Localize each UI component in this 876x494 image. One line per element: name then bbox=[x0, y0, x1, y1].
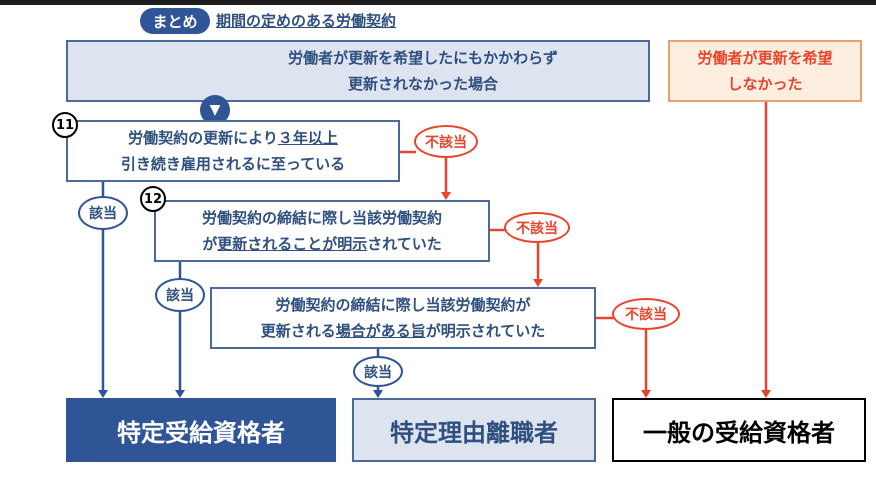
q12-text-c: されていた bbox=[367, 235, 442, 253]
q12-text-b: 更新されることが明示 bbox=[217, 235, 368, 253]
q12-line1: 労働契約の締結に際し当該労働契約 bbox=[201, 209, 442, 227]
page-title: 期間の定めのある労働契約 bbox=[216, 12, 397, 30]
condition-13-box: 労働契約の締結に際し当該労働契約が 更新される場合がある旨が明示されていた bbox=[210, 287, 596, 349]
applicable-label: 該当 bbox=[78, 196, 128, 230]
not-applicable-label: 不該当 bbox=[504, 212, 570, 243]
q12-text-a: が bbox=[202, 235, 218, 253]
applicable-label: 該当 bbox=[353, 356, 403, 387]
no-wish-line1: 労働者が更新を希望 bbox=[697, 49, 833, 67]
q11-text-a: 労働契約の更新により bbox=[128, 129, 278, 147]
not-applicable-label: 不該当 bbox=[612, 298, 680, 330]
no-renewal-wish-box: 労働者が更新を希望 しなかった bbox=[668, 40, 862, 102]
start-line1: 労働者が更新を希望したにもかかわらず bbox=[288, 49, 558, 67]
number-12-badge: 12 bbox=[140, 186, 166, 212]
number-11-badge: 11 bbox=[52, 112, 78, 138]
q13-text-c: が明示されていた bbox=[425, 322, 546, 340]
result-general-eligible: 一般の受給資格者 bbox=[612, 398, 866, 462]
q11-text-b: ３年以上 bbox=[277, 129, 338, 147]
q13-text-a: 更新される bbox=[260, 322, 336, 340]
applicable-label: 該当 bbox=[155, 278, 205, 312]
start-condition-box: 労働者が更新を希望したにもかかわらず 更新されなかった場合 bbox=[66, 40, 650, 102]
window-top-bar bbox=[0, 0, 876, 5]
condition-11-box: 労働契約の更新により３年以上 引き続き雇用されるに至っている bbox=[66, 120, 400, 182]
summary-badge: まとめ bbox=[140, 8, 210, 34]
result-specific-eligible: 特定受給資格者 bbox=[66, 398, 336, 462]
result-specific-reason: 特定理由離職者 bbox=[352, 398, 596, 462]
q13-text-b: 場合がある旨 bbox=[335, 322, 426, 340]
q13-line1: 労働契約の締結に際し当該労働契約が bbox=[275, 296, 531, 314]
condition-12-box: 労働契約の締結に際し当該労働契約 が更新されることが明示されていた bbox=[154, 200, 490, 262]
no-wish-line2: しなかった bbox=[727, 75, 803, 93]
start-line2: 更新されなかった場合 bbox=[347, 75, 498, 93]
q11-line2: 引き続き雇用されるに至っている bbox=[120, 155, 346, 173]
not-applicable-label: 不該当 bbox=[414, 125, 478, 158]
